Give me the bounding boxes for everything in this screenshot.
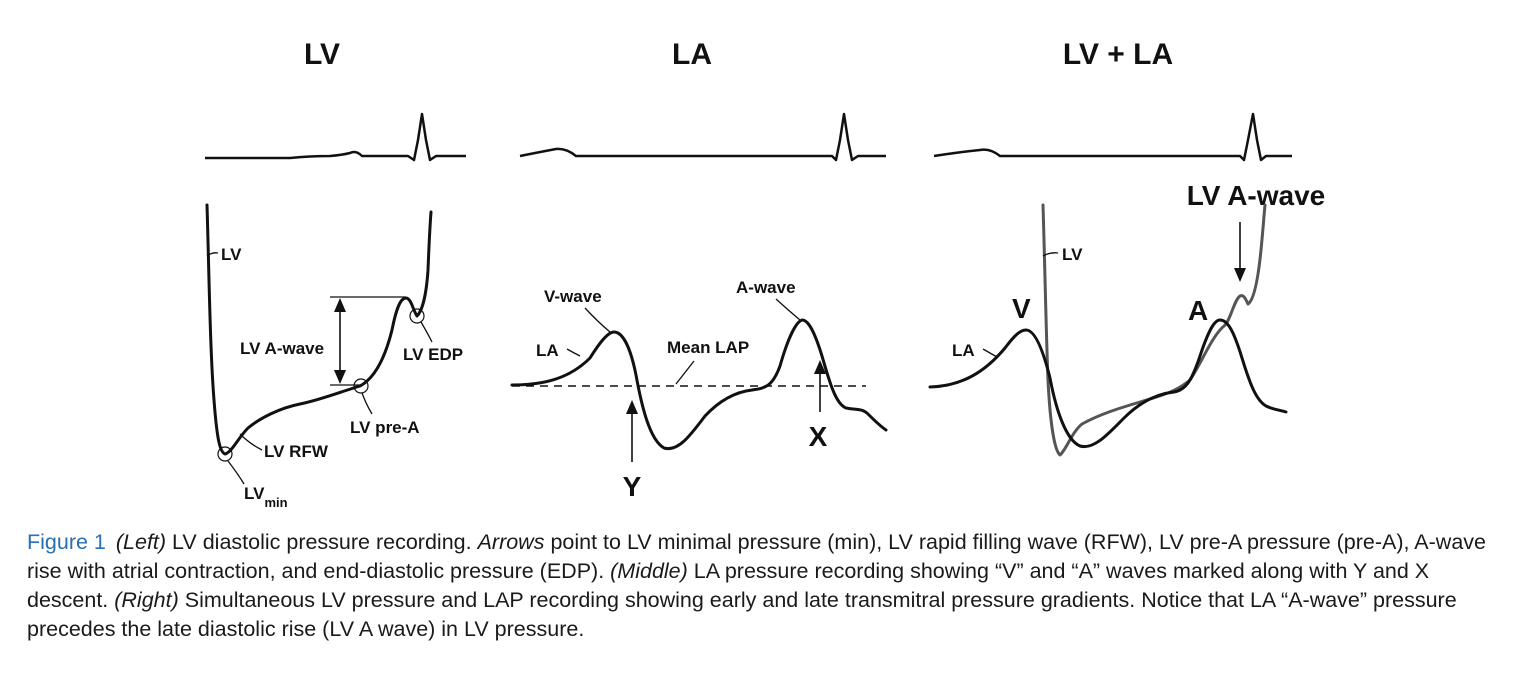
mean-lap-leader [675, 360, 695, 385]
a-wave-label: A-wave [736, 278, 796, 297]
ecg-trace-right [933, 112, 1292, 162]
lv-edp-label: LV EDP [403, 345, 463, 364]
right-lv-label: LV [1062, 245, 1083, 264]
right-lv-label-tick [1042, 252, 1059, 257]
ecg-trace-left [205, 112, 466, 162]
lv-a-wave-arrow-head-down [334, 370, 346, 384]
right-v-label: V [1012, 293, 1031, 324]
caption-segment: Arrows [477, 530, 545, 554]
la-pressure-trace [510, 318, 888, 451]
y-descent-label: Y [623, 471, 642, 502]
panel-right-lv-la: LV + LA LV A-wave LV V A LA [928, 38, 1325, 457]
caption-segment: Simultaneous LV pressure and LAP recordi… [27, 588, 1457, 641]
lv-pressure-trace [205, 203, 433, 456]
lv-pressure-trace-overlay [1041, 203, 1267, 457]
panel-left-title: LV [304, 38, 340, 71]
caption-segment: (Middle) [610, 559, 688, 583]
lv-min-label: LVmin [244, 484, 288, 510]
lv-a-wave-label: LV A-wave [240, 339, 324, 358]
lv-min-leader [227, 460, 245, 485]
figure-label: Figure 1 [27, 530, 106, 554]
y-descent-arrow-head [626, 400, 638, 414]
right-lv-a-wave-label: LV A-wave [1187, 180, 1325, 211]
ecg-trace-middle [519, 112, 886, 162]
caption-segment: LA pressure recording showing “V” and “A… [27, 559, 1430, 612]
la-pressure-trace-overlay [928, 318, 1288, 449]
right-lv-a-wave-arrow-head [1234, 268, 1246, 282]
lv-pre-a-marker [353, 378, 369, 394]
caption-segment: point to LV minimal pressure (min), LV r… [27, 530, 1486, 583]
x-descent-label: X [809, 421, 828, 452]
figure-caption: Figure 1(Left) LV diastolic pressure rec… [27, 528, 1507, 644]
lv-label-tick [206, 252, 219, 257]
mean-lap-label: Mean LAP [667, 338, 749, 357]
lv-edp-marker [409, 308, 425, 324]
lv-edp-leader [420, 321, 433, 343]
right-a-label: A [1188, 295, 1208, 326]
caption-segment: LV diastolic pressure recording. [166, 530, 478, 554]
lv-min-main: LV [244, 484, 265, 503]
lv-min-marker [217, 446, 233, 462]
v-wave-leader [584, 307, 611, 333]
v-wave-label: V-wave [544, 287, 602, 306]
caption-segment: (Right) [114, 588, 179, 612]
la-leader-middle [566, 348, 581, 357]
right-la-leader [982, 348, 998, 358]
pressure-waveform-figure: LV LV LV A-wave LV EDP LV pre-A LV RFW L… [205, 38, 1325, 510]
panel-middle-la: LA V-wave A-wave LA Mean LAP Y X [510, 38, 888, 502]
la-label-middle: LA [536, 341, 559, 360]
a-wave-leader [775, 298, 801, 321]
lv-pre-a-leader [361, 392, 373, 415]
lv-pre-a-label: LV pre-A [350, 418, 420, 437]
panel-middle-title: LA [672, 38, 712, 71]
x-descent-arrow-head [814, 360, 826, 374]
panel-left-lv: LV LV LV A-wave LV EDP LV pre-A LV RFW L… [205, 38, 466, 510]
caption-text: (Left) LV diastolic pressure recording. … [27, 530, 1486, 641]
lv-label: LV [221, 245, 242, 264]
caption-segment: (Left) [115, 530, 167, 554]
lv-rfw-label: LV RFW [264, 442, 329, 461]
lv-a-wave-arrow-head-up [334, 298, 346, 312]
panel-right-title: LV + LA [1063, 38, 1173, 71]
lv-min-subscript: min [264, 495, 287, 510]
lv-rfw-leader [239, 433, 263, 451]
right-la-label: LA [952, 341, 975, 360]
